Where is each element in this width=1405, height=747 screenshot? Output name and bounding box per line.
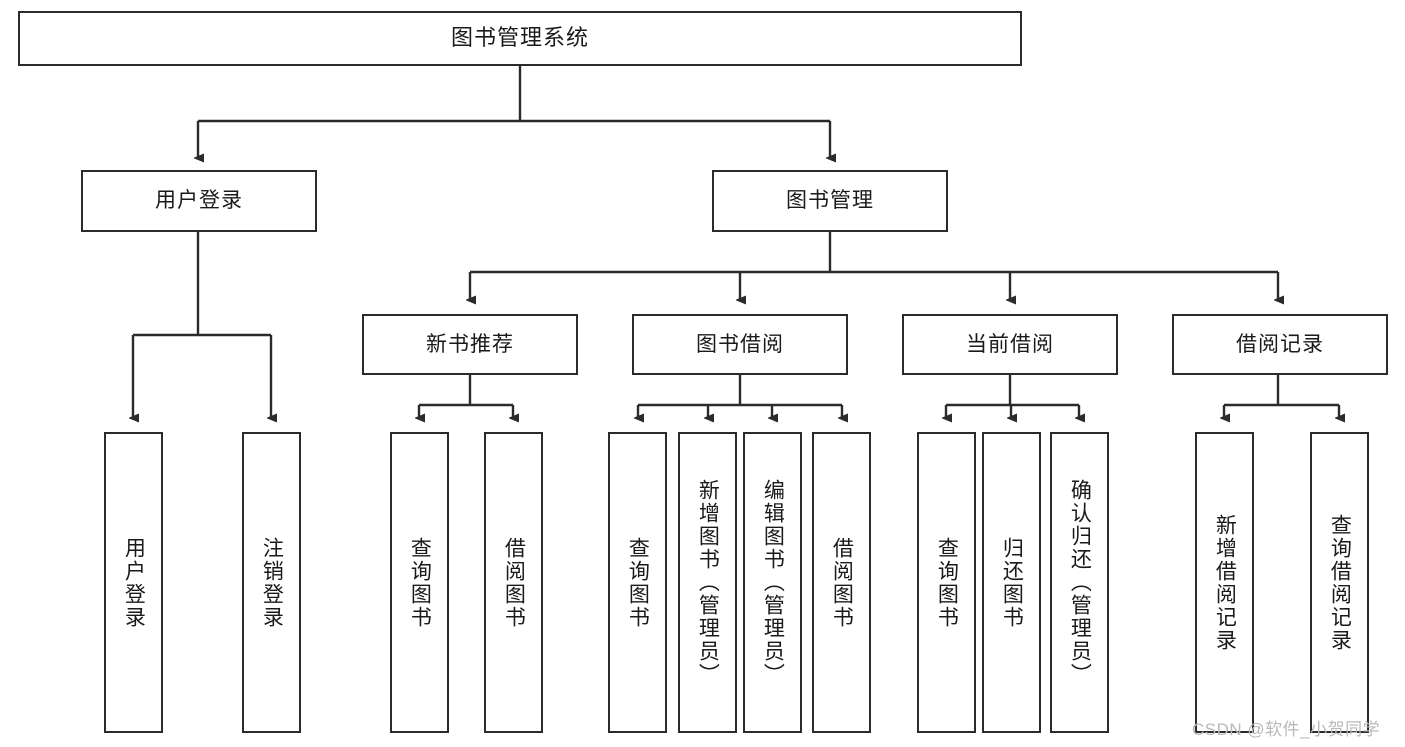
node-label: 确认归还（管理员） — [1068, 479, 1092, 686]
leaf-borrow-record-add-record[interactable]: 新增借阅记录 — [1195, 432, 1254, 733]
node-label: 图书管理系统 — [450, 25, 589, 51]
node-book-management[interactable]: 图书管理 — [712, 170, 948, 232]
leaf-new-book-borrow-book[interactable]: 借阅图书 — [484, 432, 543, 733]
node-current-borrow[interactable]: 当前借阅 — [902, 314, 1118, 375]
leaf-new-book-query-book[interactable]: 查询图书 — [390, 432, 449, 733]
node-user-login[interactable]: 用户登录 — [81, 170, 317, 232]
node-label: 查询借阅记录 — [1328, 513, 1352, 652]
leaf-current-borrow-return-book[interactable]: 归还图书 — [982, 432, 1041, 733]
leaf-borrow-record-query-record[interactable]: 查询借阅记录 — [1310, 432, 1369, 733]
leaf-current-borrow-query-book[interactable]: 查询图书 — [917, 432, 976, 733]
node-label: 借阅图书 — [830, 536, 854, 629]
node-label: 编辑图书（管理员） — [761, 479, 785, 686]
node-book-borrow[interactable]: 图书借阅 — [632, 314, 848, 375]
node-label: 查询图书 — [935, 536, 959, 629]
node-label: 新书推荐 — [426, 332, 514, 356]
node-label: 新增借阅记录 — [1213, 513, 1237, 652]
node-label: 图书借阅 — [696, 332, 784, 356]
node-label: 用户登录 — [155, 189, 243, 213]
node-label: 查询图书 — [408, 536, 432, 629]
leaf-user-login-logout[interactable]: 注销登录 — [242, 432, 301, 733]
leaf-book-borrow-edit-book-admin[interactable]: 编辑图书（管理员） — [743, 432, 802, 733]
node-label: 借阅图书 — [502, 536, 526, 629]
node-new-book-recommend[interactable]: 新书推荐 — [362, 314, 578, 375]
leaf-book-borrow-query-book[interactable]: 查询图书 — [608, 432, 667, 733]
node-root-book-management-system[interactable]: 图书管理系统 — [18, 11, 1022, 66]
node-label: 借阅记录 — [1236, 332, 1324, 356]
leaf-user-login-login[interactable]: 用户登录 — [104, 432, 163, 733]
leaf-current-borrow-confirm-return-admin[interactable]: 确认归还（管理员） — [1050, 432, 1109, 733]
node-label: 注销登录 — [260, 536, 284, 629]
leaf-book-borrow-add-book-admin[interactable]: 新增图书（管理员） — [678, 432, 737, 733]
leaf-book-borrow-borrow-book[interactable]: 借阅图书 — [812, 432, 871, 733]
node-label: 归还图书 — [1000, 536, 1024, 629]
node-borrow-record[interactable]: 借阅记录 — [1172, 314, 1388, 375]
watermark: CSDN @软件_小贺同学 — [1192, 720, 1381, 739]
node-label: 图书管理 — [786, 189, 874, 213]
node-label: 新增图书（管理员） — [696, 479, 720, 686]
node-label: 查询图书 — [626, 536, 650, 629]
node-label: 用户登录 — [122, 536, 146, 629]
node-label: 当前借阅 — [966, 332, 1054, 356]
